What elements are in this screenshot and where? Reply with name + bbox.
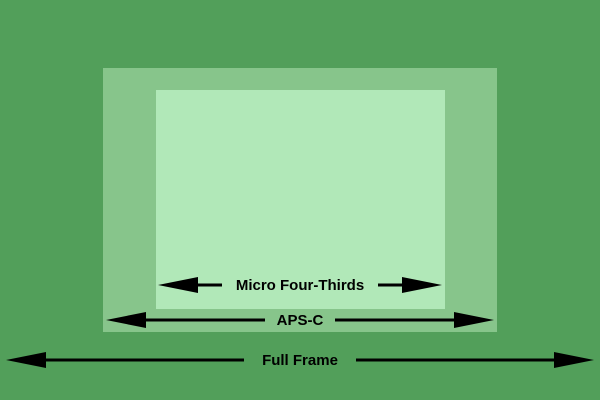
full-frame-label: Full Frame — [262, 352, 338, 369]
full-frame-arrow — [6, 352, 594, 368]
micro-four-thirds-label: Micro Four-Thirds — [236, 277, 364, 294]
aps-c-arrow — [106, 312, 494, 328]
aps-c-label: APS-C — [277, 312, 324, 329]
micro-four-thirds-rect — [156, 90, 445, 309]
micro-four-thirds-arrow — [158, 277, 442, 293]
